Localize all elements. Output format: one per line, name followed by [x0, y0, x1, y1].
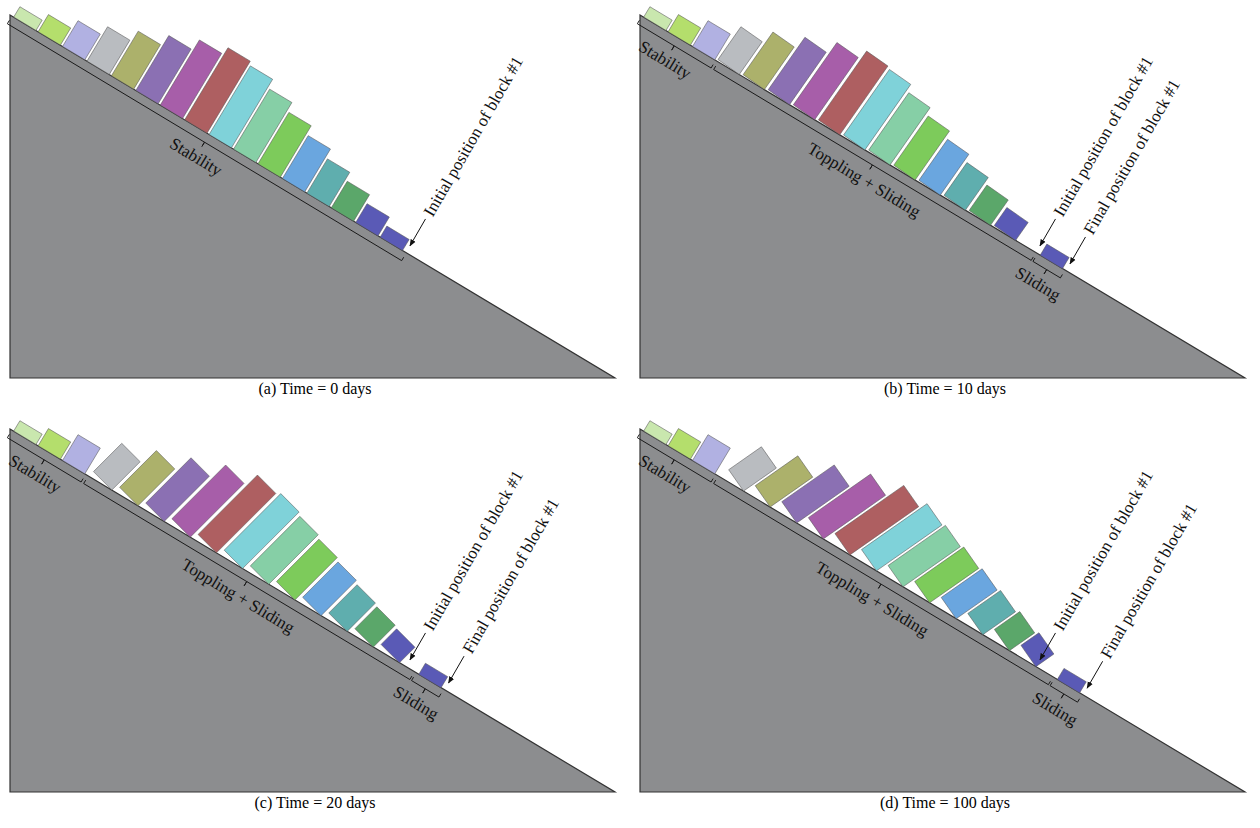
- rock-block: [1021, 633, 1054, 667]
- slope-panel: [10, 421, 615, 792]
- subfigure-caption: (b) Time = 10 days: [884, 381, 1006, 397]
- position-label: Initial position of block #1: [421, 53, 526, 219]
- slope-ground: [10, 15, 615, 378]
- slope-ground: [640, 429, 1245, 792]
- rock-block: [380, 226, 409, 251]
- rock-block: [994, 208, 1028, 241]
- rock-block: [419, 663, 448, 688]
- leader-arrow: [1040, 633, 1056, 660]
- leader-arrow: [1087, 661, 1103, 688]
- range-bracket: [84, 480, 412, 679]
- slope-panel: [640, 421, 1245, 792]
- slope-ground: [10, 429, 615, 792]
- subfigure-caption: (d) Time = 100 days: [880, 795, 1010, 811]
- rock-block: [63, 435, 101, 474]
- position-label: Initial position of block #1: [421, 467, 526, 633]
- range-bracket: [7, 20, 403, 260]
- rock-block: [644, 7, 672, 31]
- range-bracket: [714, 66, 1034, 260]
- leader-arrow: [449, 656, 465, 683]
- slope-panel: [640, 7, 1245, 378]
- rock-block: [381, 629, 415, 663]
- subfigure-caption: (a) Time = 0 days: [258, 381, 371, 397]
- range-bracket: [714, 480, 1051, 685]
- rock-block: [14, 421, 42, 445]
- leader-arrow: [410, 633, 426, 660]
- rock-block: [1040, 244, 1069, 269]
- leader-arrow: [1070, 237, 1086, 264]
- leader-arrow: [1040, 219, 1056, 246]
- slope-panel: [10, 7, 615, 378]
- position-label: Final position of block #1: [459, 495, 562, 656]
- rock-block: [1057, 668, 1086, 693]
- slope-ground: [640, 15, 1245, 378]
- rock-block: [14, 7, 42, 31]
- subfigure-caption: (c) Time = 20 days: [254, 795, 375, 811]
- rock-block: [644, 421, 672, 445]
- leader-arrow: [410, 219, 426, 246]
- rock-block: [693, 435, 731, 474]
